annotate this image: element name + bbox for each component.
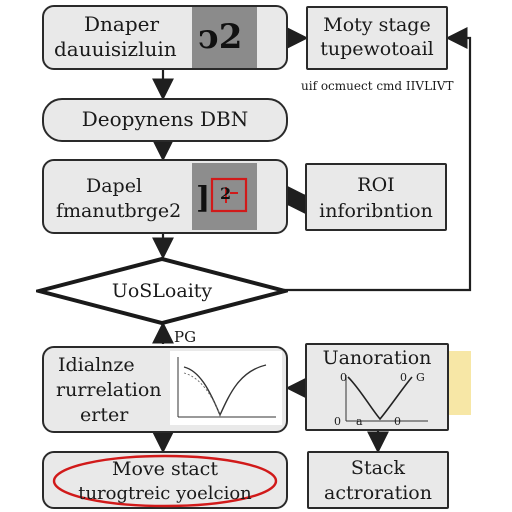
initialize-plot <box>170 351 282 425</box>
unaroration-label-br: 0 <box>394 415 401 428</box>
initialize-line1: Idialnze <box>58 354 135 376</box>
motion-stage-line1: Moty stage <box>323 14 431 36</box>
label-node-line2: fmanutbrge2 <box>56 200 182 222</box>
arrow-decision-loop-to-motion <box>284 27 472 292</box>
roi-line1: ROI <box>357 174 395 196</box>
input-node-line1: Dnaper <box>84 12 160 36</box>
motion-stage-caption: uif ocmuect cmd IIVLIVT <box>301 79 454 93</box>
unaroration-label-bl: 0 <box>334 415 341 428</box>
decision-node <box>36 256 288 326</box>
stack-line2: actroration <box>324 482 432 504</box>
move-line1: Move stact <box>112 458 218 480</box>
unaroration-plot <box>345 375 428 422</box>
roi-line2: inforibntion <box>319 200 433 222</box>
detector-label: Deopynens DBN <box>81 107 249 131</box>
stack-node <box>307 451 449 509</box>
decision-output-label: PG <box>174 328 197 346</box>
input-node-line2: dauuisizluin <box>54 37 177 61</box>
unaroration-label-mid: a <box>356 415 363 428</box>
stack-line1: Stack <box>350 457 406 479</box>
motion-stage-node <box>306 6 448 70</box>
svg-text:2: 2 <box>220 184 231 203</box>
unaroration-label-tr: 0 <box>400 371 407 384</box>
input-thumbnail: ↄ2 <box>192 7 257 68</box>
initialize-line2: rurrelation <box>56 379 162 401</box>
roi-highlight-box: 2 <box>210 177 248 213</box>
move-node <box>42 451 288 509</box>
detector-node <box>42 98 288 142</box>
label-thumbnail: ] 2 <box>192 163 257 230</box>
move-highlight-ellipse <box>52 454 278 508</box>
sticky-note <box>449 351 471 415</box>
input-thumbnail-glyph: ↄ2 <box>198 17 243 57</box>
label-thumbnail-glyph: ] <box>196 181 211 216</box>
unaroration-label-tr2: G <box>416 371 425 384</box>
motion-stage-line2: tupewotoail <box>320 38 434 60</box>
move-line2: turogtreic yoelcion <box>78 483 252 504</box>
decision-label: UoSLoaity <box>111 280 213 302</box>
initialize-line3: erter <box>80 404 129 426</box>
roi-node <box>305 163 447 231</box>
unaroration-title: Uanoration <box>322 347 432 369</box>
unaroration-label-tl: 0 <box>340 371 347 384</box>
label-node-line1: Dapel <box>86 175 143 197</box>
